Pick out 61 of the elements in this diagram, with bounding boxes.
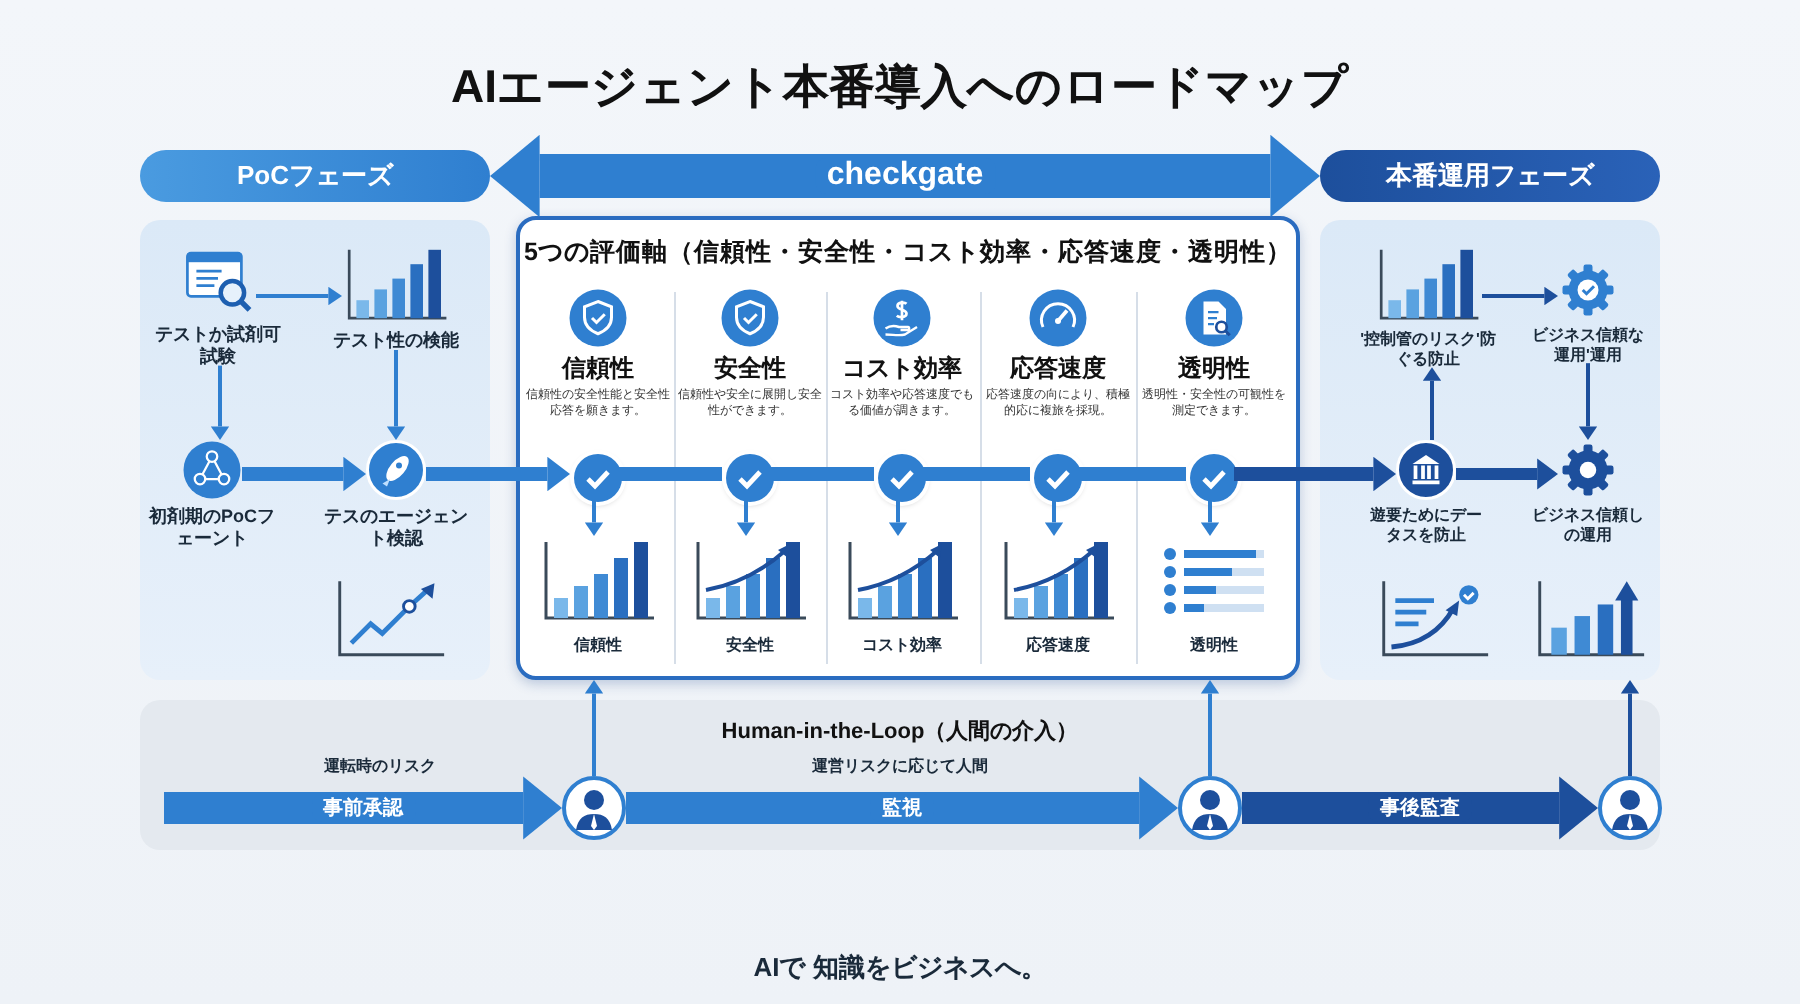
arrow xyxy=(1044,498,1064,536)
person-avatar xyxy=(1598,776,1662,840)
arrow xyxy=(1200,498,1220,536)
connector-bar xyxy=(618,467,722,481)
arrow xyxy=(1482,286,1558,306)
check-circle xyxy=(574,454,622,502)
connector-bar xyxy=(1078,467,1186,481)
panel-title: 5つの評価軸（信頼性・安全性・コスト効率・応答速度・透明性） xyxy=(522,238,1294,268)
check-circle xyxy=(726,454,774,502)
loop-title: Human-in-the-Loop（人間の介入） xyxy=(719,720,1081,747)
node-label: 遊要ためにデータスを防止 xyxy=(1368,506,1484,545)
arrow xyxy=(386,350,406,440)
node-label: ビジネス信頼しの運用 xyxy=(1530,506,1646,545)
arrow xyxy=(1620,680,1640,776)
criterion-name: 透明性 xyxy=(1176,354,1252,383)
note-text: 運転時のリスク xyxy=(324,755,436,777)
arrow xyxy=(1200,680,1220,776)
arrow xyxy=(1456,458,1558,490)
arrow xyxy=(426,456,570,492)
criterion-name: 応答速度 xyxy=(1008,354,1108,383)
chart-label: 応答速度 xyxy=(1024,636,1092,656)
arrow xyxy=(584,498,604,536)
arrow xyxy=(888,498,908,536)
note-text: 運営リスクに応じて人間 xyxy=(812,755,988,777)
arrow xyxy=(1234,456,1396,492)
check-circle xyxy=(1034,454,1082,502)
chart-label: 透明性 xyxy=(1188,636,1240,656)
tagline: AIで 知識をビジネスへ。 xyxy=(753,950,1047,986)
chart-label: 信頼性 xyxy=(571,636,624,656)
arrow xyxy=(736,498,756,536)
connector-bar xyxy=(770,467,874,481)
criterion-name: コスト効率 xyxy=(840,354,964,383)
arrow xyxy=(210,365,230,440)
page-title: AIエージェント本番導入へのロードマップ xyxy=(449,58,1351,116)
evaluation-panel xyxy=(516,216,1300,680)
node-label: テスト性の検能 xyxy=(331,330,461,352)
criterion-name: 信頼性 xyxy=(559,354,636,383)
person-avatar xyxy=(1178,776,1242,840)
arrow xyxy=(164,776,562,840)
connector-bar xyxy=(922,467,1030,481)
arrow xyxy=(626,776,1178,840)
person-avatar xyxy=(562,776,626,840)
node-label: ビジネス信頼な運用'運用 xyxy=(1530,326,1646,365)
node-label: テスのエージェント検認 xyxy=(324,506,468,550)
check-circle xyxy=(1190,454,1238,502)
double-arrow xyxy=(490,134,1320,218)
chart-label: 安全性 xyxy=(724,636,776,656)
chart-label: コスト効率 xyxy=(860,636,944,656)
arrow xyxy=(1578,363,1598,440)
phase-heading: PoCフェーズ xyxy=(140,150,490,202)
node-label: '控制管のリスク'防ぐる防止 xyxy=(1360,330,1496,369)
arrow xyxy=(1242,776,1598,840)
check-circle xyxy=(878,454,926,502)
criterion-name: 安全性 xyxy=(712,354,788,383)
node-label: テストか試剤可試験 xyxy=(153,324,283,368)
arrow xyxy=(256,286,342,306)
node-label: 初剤期のPoCフェーント xyxy=(146,506,277,550)
arrow xyxy=(242,456,366,492)
arrow xyxy=(1422,367,1442,440)
phase-heading: 本番運用フェーズ xyxy=(1320,150,1660,202)
arrow xyxy=(584,680,604,776)
